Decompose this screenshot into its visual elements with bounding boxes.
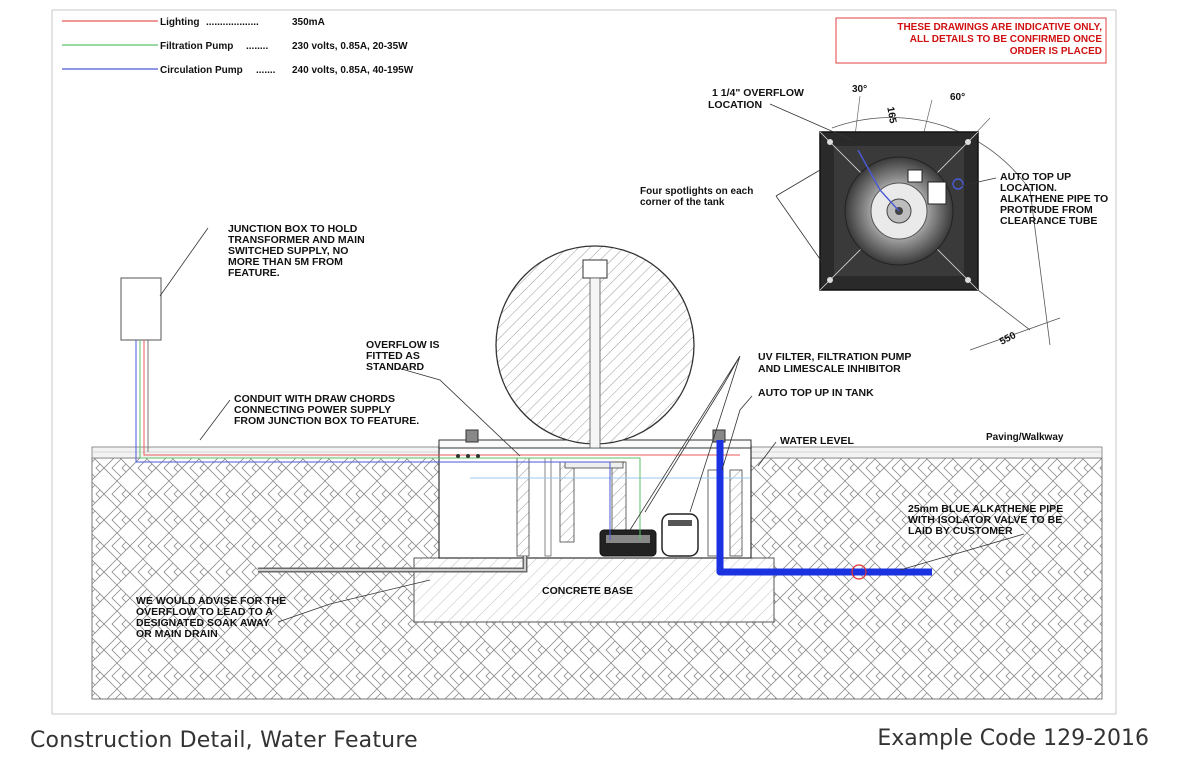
water-level-label: WATER LEVEL (780, 435, 854, 447)
spotlights-label-2: corner of the tank (640, 197, 725, 208)
junction-box (120, 277, 162, 341)
legend-circulation-dots: ....... (256, 65, 276, 76)
uv-filter-label-2: AND LIMESCALE INHIBITOR (758, 363, 901, 375)
blue-pipe-label-2: WITH ISOLATOR VALVE TO BE (908, 514, 1062, 526)
caption-title: Construction Detail, Water Feature (30, 728, 418, 753)
dim-60-label: 60° (950, 92, 965, 103)
overflow-location-label-2: LOCATION (708, 99, 762, 111)
advise-label-2: OVERFLOW TO LEAD TO A (136, 606, 273, 618)
spotlight-tr (965, 139, 971, 145)
blue-pipe-label-1: 25mm BLUE ALKATHENE PIPE (908, 503, 1063, 515)
conduit-label-2: CONNECTING POWER SUPPLY (234, 404, 391, 416)
dim-165-label: 165 (884, 106, 898, 125)
conduit-label-1: CONDUIT WITH DRAW CHORDS (234, 393, 395, 405)
paving-label: Paving/Walkway (986, 432, 1064, 443)
legend-filtration-name: Filtration Pump (160, 41, 233, 52)
disclaimer-line-3: ORDER IS PLACED (1010, 46, 1102, 57)
auto-top-label-2: LOCATION. (1000, 182, 1057, 194)
uv-filter-label-1: UV FILTER, FILTRATION PUMP (758, 351, 911, 363)
disclaimer-box: THESE DRAWINGS ARE INDICATIVE ONLY, ALL … (835, 17, 1107, 64)
overflow-standard-label-2: FITTED AS (366, 350, 420, 362)
concrete-base-label: CONCRETE BASE (542, 585, 633, 597)
auto-top-label-3: ALKATHENE PIPE TO (1000, 193, 1108, 205)
auto-top-tank-label: AUTO TOP UP IN TANK (758, 387, 874, 399)
legend-filtration-value: 230 volts, 0.85A, 20-35W (292, 41, 408, 52)
overflow-location-label-1: 1 1/4" OVERFLOW (712, 87, 804, 99)
spotlights-label-1: Four spotlights on each (640, 186, 753, 197)
overflow-standard-label-1: OVERFLOW IS (366, 339, 440, 351)
junction-box-label-1: JUNCTION BOX TO HOLD (228, 223, 358, 235)
junction-box-label-4: MORE THAN 5M FROM (228, 256, 343, 268)
auto-top-label-4: PROTRUDE FROM (1000, 204, 1093, 216)
blue-supply-pipe (716, 440, 932, 576)
conduit-label-3: FROM JUNCTION BOX TO FEATURE. (234, 415, 419, 427)
caption-code: Example Code 129-2016 (877, 726, 1149, 751)
auto-top-label-1: AUTO TOP UP (1000, 171, 1071, 183)
legend-lighting-dots: ................... (206, 17, 259, 28)
drawing-border (51, 9, 1117, 715)
junction-box-label-3: SWITCHED SUPPLY, NO (228, 245, 348, 257)
disclaimer-line-2: ALL DETAILS TO BE CONFIRMED ONCE (910, 34, 1103, 45)
legend-circulation-value: 240 volts, 0.85A, 40-195W (292, 65, 414, 76)
plan-view: 30° 60° 165 550 1 1/4" OVERFLOW LOCATION (640, 84, 1108, 351)
junction-box-label-2: TRANSFORMER AND MAIN (228, 234, 365, 246)
legend-lighting-name: Lighting (160, 17, 199, 28)
spotlight-bl (827, 277, 833, 283)
advise-label-3: DESIGNATED SOAK AWAY (136, 617, 270, 629)
junction-box-label-5: FEATURE. (228, 267, 280, 279)
dim-30-label: 30° (852, 84, 867, 95)
blue-pipe-label-3: LAID BY CUSTOMER (908, 525, 1013, 537)
overflow-standard-label-3: STANDARD (366, 361, 425, 373)
advise-label-4: OR MAIN DRAIN (136, 628, 218, 640)
section-view: JUNCTION BOX TO HOLD TRANSFORMER AND MAI… (91, 223, 1103, 700)
legend-circulation-name: Circulation Pump (160, 65, 243, 76)
dim-550-label: 550 (998, 330, 1018, 348)
advise-label-1: WE WOULD ADVISE FOR THE (136, 595, 286, 607)
legend: Lighting ................... 350mA Filtr… (62, 17, 414, 76)
spotlight-br (965, 277, 971, 283)
disclaimer-line-1: THESE DRAWINGS ARE INDICATIVE ONLY, (897, 22, 1102, 33)
isolator-valve (851, 564, 867, 580)
legend-filtration-dots: ........ (246, 41, 268, 52)
legend-lighting-value: 350mA (292, 17, 325, 28)
spotlight-tl (827, 139, 833, 145)
auto-top-label-5: CLEARANCE TUBE (1000, 215, 1097, 227)
